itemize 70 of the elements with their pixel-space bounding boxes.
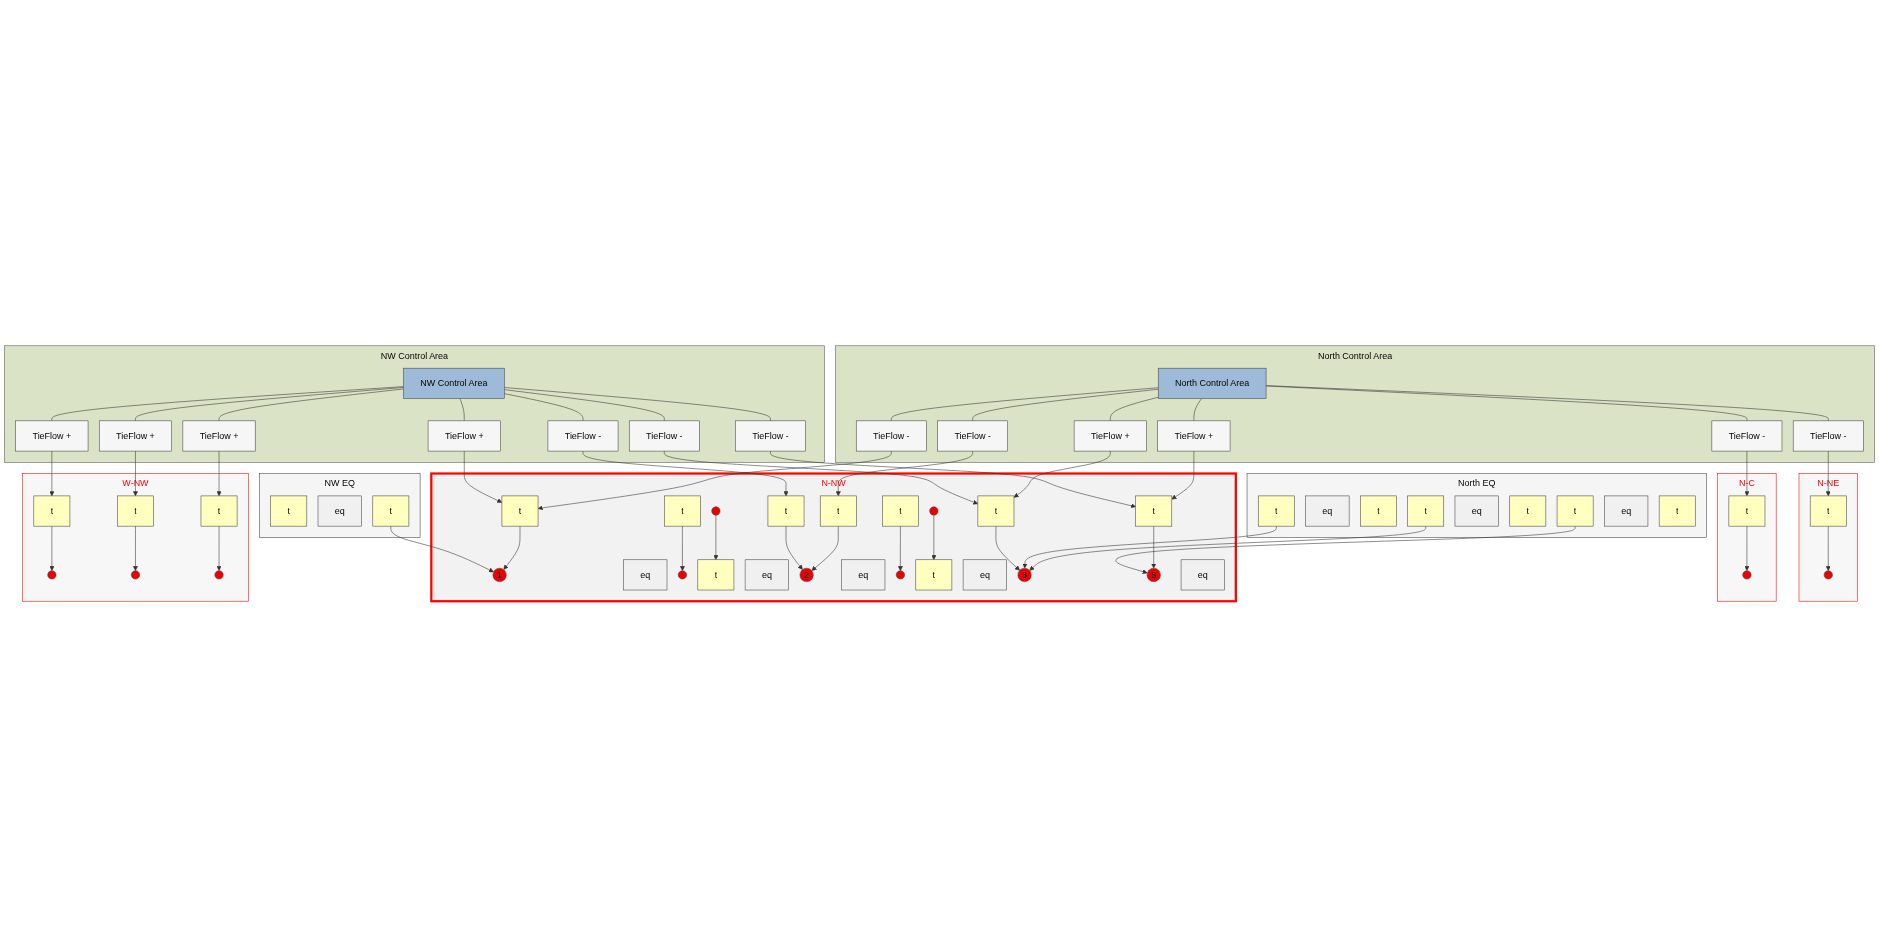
node-box: eq <box>317 495 362 527</box>
node-circle <box>130 570 140 580</box>
node-box: TieFlow - <box>1711 420 1783 452</box>
node-box: eq <box>962 559 1007 591</box>
node-box: t <box>1509 495 1547 527</box>
node-box: t <box>1556 495 1594 527</box>
node-circle: 1 <box>492 567 507 582</box>
node-box: TieFlow - <box>547 420 619 452</box>
node-box: eq <box>1454 495 1499 527</box>
node-box: t <box>1728 495 1766 527</box>
node-circle <box>47 570 57 580</box>
node-box: t <box>270 495 308 527</box>
node-box: eq <box>744 559 789 591</box>
node-circle: 3 <box>1017 567 1032 582</box>
node-box: eq <box>623 559 668 591</box>
node-circle: 5 <box>1146 567 1161 582</box>
node-circle: 2 <box>799 567 814 582</box>
node-box: TieFlow + <box>427 420 501 452</box>
node-box: eq <box>1604 495 1649 527</box>
node-box: eq <box>841 559 886 591</box>
node-box: TieFlow + <box>1073 420 1147 452</box>
node-box: t <box>33 495 71 527</box>
connector <box>459 398 465 422</box>
node-box: NW Control Area <box>403 367 505 399</box>
node-box: t <box>819 495 857 527</box>
node-box: t <box>882 495 919 527</box>
node-box: t <box>697 559 735 591</box>
node-box: TieFlow - <box>629 420 700 452</box>
node-box: TieFlow + <box>15 420 89 452</box>
connector <box>972 388 1159 422</box>
node-box: t <box>1658 495 1696 527</box>
connector <box>51 386 404 422</box>
connector <box>135 387 404 422</box>
connector <box>1193 398 1202 422</box>
node-circle <box>929 506 939 516</box>
connector <box>891 387 1159 422</box>
node-box: t <box>1257 495 1295 527</box>
node-box: TieFlow - <box>937 420 1008 452</box>
node-box: TieFlow + <box>1157 420 1231 452</box>
connector <box>504 387 771 422</box>
node-box: TieFlow - <box>856 420 927 452</box>
node-box: eq <box>1305 495 1350 527</box>
node-circle <box>1742 570 1752 580</box>
node-box: t <box>1809 495 1847 527</box>
node-box: TieFlow + <box>182 420 256 452</box>
node-box: North Control Area <box>1157 367 1267 399</box>
node-box: t <box>372 495 410 527</box>
connector <box>504 393 584 422</box>
node-circle <box>895 570 905 580</box>
connector <box>218 388 404 422</box>
node-box: t <box>1135 495 1173 527</box>
node-circle <box>677 570 687 580</box>
node-box: t <box>200 495 238 527</box>
connector <box>504 389 665 422</box>
node-box: TieFlow - <box>735 420 806 452</box>
connector <box>1110 396 1159 422</box>
node-circle <box>711 506 721 516</box>
node-box: t <box>117 495 154 527</box>
node-box: t <box>915 559 953 591</box>
node-box: t <box>664 495 701 527</box>
node-box: t <box>977 495 1015 527</box>
node-circle <box>1823 570 1833 580</box>
node-box: t <box>1407 495 1445 527</box>
node-box: t <box>501 495 539 527</box>
node-box: t <box>1360 495 1397 527</box>
node-box: TieFlow - <box>1792 420 1864 452</box>
node-circle <box>214 570 224 580</box>
node-box: t <box>767 495 805 527</box>
node-box: TieFlow + <box>99 420 172 452</box>
node-box: eq <box>1180 559 1225 591</box>
